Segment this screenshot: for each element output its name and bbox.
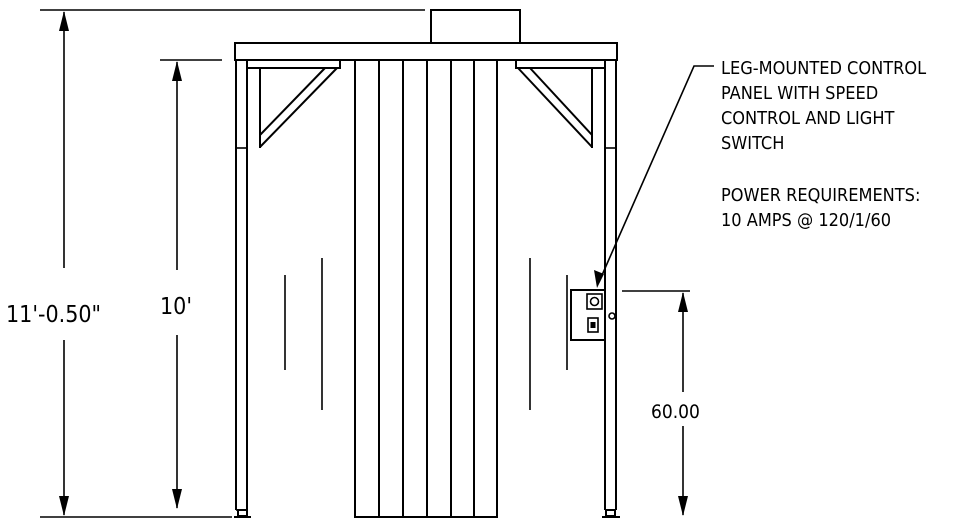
top-frame <box>234 42 618 61</box>
frame-height-dimension <box>160 59 222 509</box>
control-panel-callout: LEG-MOUNTED CONTROL PANEL WITH SPEED CON… <box>721 58 926 154</box>
left-leg <box>234 60 251 518</box>
callout-leader <box>594 65 714 288</box>
callout-line-1: LEG-MOUNTED CONTROL <box>721 58 926 79</box>
power-line-1: POWER REQUIREMENTS: <box>721 185 920 206</box>
frame-height-label: 10' <box>160 294 192 320</box>
panel-height-dimension <box>622 290 690 516</box>
power-requirements-note: POWER REQUIREMENTS: 10 AMPS @ 120/1/60 <box>721 185 920 231</box>
callout-line-3: CONTROL AND LIGHT <box>721 108 895 129</box>
overall-height-dimension <box>40 9 425 518</box>
light-switch <box>587 317 599 333</box>
power-line-2: 10 AMPS @ 120/1/60 <box>721 210 891 231</box>
overall-height-label: 11'-0.50" <box>6 302 101 328</box>
panel-height-label: 60.00 <box>651 401 700 423</box>
control-panel <box>570 289 616 341</box>
callout-line-4: SWITCH <box>721 133 784 154</box>
callout-line-2: PANEL WITH SPEED <box>721 83 878 104</box>
left-leveling-foot <box>237 509 248 517</box>
right-gusset-bracket <box>515 59 606 148</box>
speed-control-knob <box>586 293 603 310</box>
blower-housing <box>430 9 521 44</box>
right-leveling-foot <box>605 509 616 517</box>
right-leg <box>602 60 620 518</box>
curtain-strips <box>354 60 498 518</box>
indicator-light <box>608 312 616 320</box>
left-gusset-bracket <box>246 59 341 148</box>
side-curtain-marks <box>284 258 568 410</box>
